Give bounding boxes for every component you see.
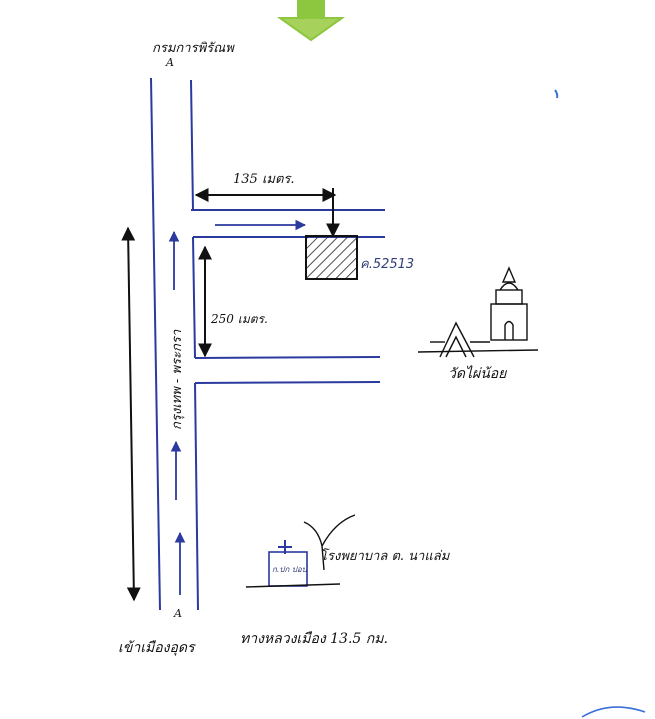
parcel-id-label: ค.52513 [360,257,414,272]
signature-scribble [581,706,646,718]
north-arrow-icon [276,0,346,42]
north-destination-label: กรมการพิรัณพ [152,41,235,56]
temple-label: วัดไผ่น้อย [448,365,507,382]
main-road-direction-arrows [168,230,186,595]
south-marker-label: A [173,607,182,620]
route-length-arrow [121,226,141,602]
hatched-parcel-icon [305,235,358,280]
north-marker-label: A [165,56,174,69]
side-road-north [191,209,385,238]
ground-line [245,583,341,588]
main-road [150,77,199,611]
hospital-sign-label: ก.ปก ปอป [272,565,309,574]
top-distance-label: 135 เมตร. [233,172,295,187]
side-road-south [194,356,381,384]
stray-mark [554,89,559,99]
hospital-icon: ก.ปก ปอป [268,540,309,587]
tree-icon [303,514,356,571]
main-road-label: กรุงเทพ - พระกรา [170,329,185,430]
side-distance-label: 250 เมตร. [210,312,268,326]
south-distance-label: ทางหลวงเมือง 13.5 กม. [240,631,388,647]
south-destination-label: เข้าเมืองอุดร [118,640,196,656]
temple-icon [417,266,539,358]
hospital-label: โรงพยาบาล ต. นาแล่ม [320,548,451,564]
